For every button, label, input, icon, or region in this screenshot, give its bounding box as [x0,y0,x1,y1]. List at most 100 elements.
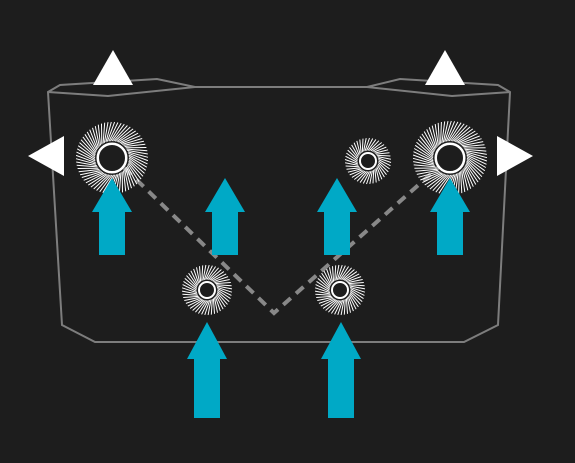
thruster-ray [340,299,345,316]
thruster-ray [80,139,96,156]
thruster-ray [215,282,231,285]
thruster-ray [445,121,456,142]
thruster-hub [331,281,349,299]
thruster-ray [437,122,440,145]
thruster-ray [199,266,202,282]
thruster-ray [217,288,232,296]
thruster-ray [463,167,472,189]
thruster-ray [451,124,468,142]
triangle-marker-icon-left [28,136,64,176]
thruster-ray [374,149,389,154]
thruster-ray [378,160,390,170]
thruster-ray [346,276,362,283]
thruster-ray [183,295,199,298]
thruster-ray [185,297,201,304]
thruster-ray [102,174,115,194]
thruster-ray [204,299,211,316]
thruster-ray [432,174,449,192]
thruster-ray [417,138,434,156]
thruster-ray [105,121,112,143]
thruster-ray [212,273,227,282]
thruster-ray [466,160,483,178]
thruster-ray [377,163,387,176]
thruster-ray [184,296,200,301]
thruster-ray [216,286,233,293]
thruster-ray [75,158,97,165]
triangle-marker-icon-right [497,136,533,176]
thruster-ray [366,170,372,185]
thruster-ray [113,125,128,142]
thruster-ray [372,169,375,184]
thruster-ray [460,138,482,146]
thruster-ray [325,299,338,311]
thruster-ray [377,165,385,178]
thruster-rear-right-icon [314,264,366,316]
thruster-ray [356,140,361,155]
thruster-ray [183,280,197,291]
thruster-ray [466,156,487,168]
thruster-ray [448,122,462,142]
triangle-marker-icon-top-left [93,50,133,85]
triangle-marker-icon-top-right [425,50,465,85]
thruster-ray [128,160,144,177]
thruster-ray [349,146,359,159]
thruster-ray [361,138,364,153]
thruster-ray [126,148,148,152]
thruster-ray [412,154,434,163]
thruster-ray [458,172,460,195]
thruster-ray [465,151,488,159]
thruster-ray [76,161,97,167]
thruster-ray [347,149,358,160]
thruster-ray [466,159,484,175]
thruster-ray [465,150,487,155]
thruster-ray [465,163,479,183]
thruster-ray [466,162,481,180]
thruster-ray [182,293,198,296]
thruster-ray [347,296,354,312]
thruster-ray [453,126,471,142]
thruster-ray [464,166,474,187]
thruster-ray [93,174,110,190]
thruster-ray [317,296,333,301]
thruster-ray [459,135,480,145]
thruster-ray [214,296,221,312]
thruster-ray [88,173,107,186]
thruster-ray [466,153,488,162]
thruster-ray [127,163,140,182]
thruster-ray [77,145,96,159]
thruster-ray [102,122,106,144]
thruster-ray [92,127,99,148]
thruster-ray [217,291,230,302]
thruster-ray [319,275,331,288]
thruster-ray [343,271,358,281]
thruster-ray [350,291,363,302]
thruster-ray [116,128,134,142]
thruster-ray [80,170,101,176]
thruster-ray [208,267,219,280]
thruster-ray [189,299,204,309]
thruster-ray [349,292,361,305]
thruster-ray [346,167,361,170]
thruster-ray [343,299,346,315]
thruster-ray [182,284,197,292]
thruster-ray [330,300,341,314]
thruster-ray [351,170,364,178]
thruster-ray [326,268,333,284]
thruster-ray [335,264,340,281]
thruster-ray [431,125,438,147]
thruster-ray [416,141,434,157]
thruster-ray [345,273,360,282]
thruster-ray [96,174,111,191]
thruster-ray [416,169,439,175]
up-arrow-icon-front-right [430,178,470,255]
thruster-ray [201,265,204,281]
thruster-ray [201,300,209,315]
thruster-ray [414,144,434,159]
thruster-ray [188,272,198,287]
thruster-ray [111,123,125,142]
thruster-ray [461,141,484,147]
thruster-ray [128,157,147,171]
thruster-ray [350,288,365,296]
thruster-ray [119,132,139,144]
thruster-ray [202,264,207,281]
